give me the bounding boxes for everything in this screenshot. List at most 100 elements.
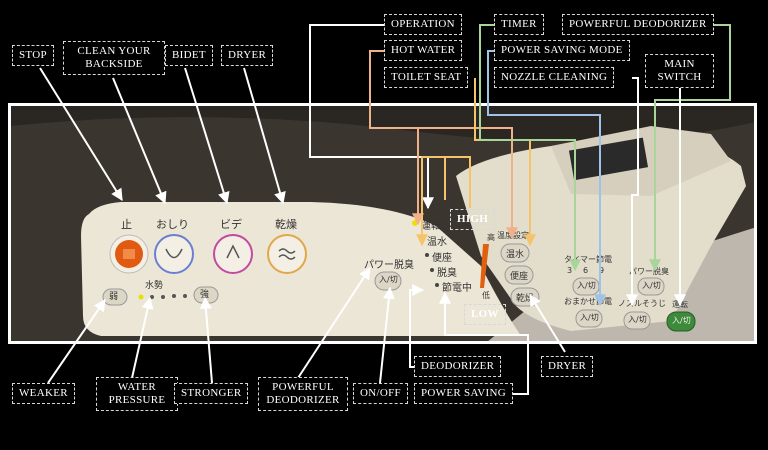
label-main-switch: MAIN SWITCH	[645, 54, 714, 88]
label-timer: TIMER	[494, 14, 544, 35]
bidet-button[interactable]	[213, 234, 253, 274]
arrow-seat-indicator	[416, 156, 446, 247]
label-btn-seat-jp: 便座	[510, 272, 529, 282]
label-nozzle-jp: ノズルそうじ	[618, 299, 666, 308]
instruction-sticker	[568, 137, 649, 181]
dryer-button[interactable]	[267, 234, 307, 274]
arrow-powerful-deodorizer	[297, 266, 371, 379]
label-deo-ind-jp: 脱臭	[437, 268, 457, 279]
pressure-led-5	[183, 294, 187, 298]
label-timer-9: 9	[599, 266, 605, 275]
label-on-off: ON/OFF	[353, 383, 408, 404]
nozzle-button[interactable]	[623, 311, 651, 330]
label-hot-water: HOT WATER	[384, 40, 463, 61]
label-btn-dry-jp: 乾燥	[516, 294, 535, 304]
label-timer-6: 6	[583, 266, 589, 275]
label-dryer-bottom: DRYER	[541, 356, 594, 377]
arrow-clean	[112, 77, 167, 205]
label-high: HIGH	[450, 209, 496, 230]
label-deodorizer: DEODORIZER	[414, 356, 502, 377]
label-nozzle-cleaning: NOZZLE CLEANING	[494, 67, 615, 88]
pressure-led-3	[161, 295, 165, 299]
label-timer-jp: タイマー節電	[564, 255, 612, 264]
deo-led	[430, 268, 434, 272]
control-panel-photo	[11, 106, 754, 341]
pressure-weak-button[interactable]	[102, 288, 128, 306]
label-operation-jp: 運転	[421, 221, 441, 232]
label-dryer-jp: 乾燥	[275, 218, 297, 231]
arrow-deodorizer	[409, 284, 425, 368]
arrow-dryer-bottom	[529, 293, 566, 353]
oshiri-icon	[165, 248, 183, 259]
arrow-power-saving	[439, 291, 529, 395]
arrow-weaker	[47, 299, 106, 384]
arrow-hot-water-button	[418, 127, 518, 240]
label-omakase-btn-jp: 入/切	[580, 313, 599, 322]
arrow-bidet	[184, 67, 230, 205]
arrow-water-pressure	[131, 296, 154, 379]
label-pwdeo-jp: パワー脱臭	[629, 267, 669, 276]
arrow-hot-water	[369, 50, 424, 226]
label-stop: STOP	[12, 45, 54, 66]
label-powerful-deodorizer-top: POWERFUL DEODORIZER	[562, 14, 714, 35]
label-nozzle-btn-jp: 入/切	[628, 315, 647, 324]
label-save-jp: 節電中	[442, 283, 472, 294]
label-water-jp: 温水	[427, 237, 447, 248]
label-deo-btn-jp: 入/切	[379, 275, 398, 284]
label-stop-jp: 止	[121, 218, 132, 231]
dryer-icon	[278, 248, 296, 260]
temperature-gauge	[480, 244, 489, 288]
pressure-led-4	[172, 294, 176, 298]
label-power-saving: POWER SAVING	[414, 383, 513, 404]
arrow-stop	[39, 67, 123, 202]
label-weak-jp: 弱	[109, 292, 119, 302]
seat-led	[425, 253, 429, 257]
arrow-power-saving-mode	[487, 50, 606, 307]
seat-temp-button[interactable]	[504, 265, 534, 285]
arrow-nozzle-cleaning	[626, 77, 639, 307]
power-deo-button[interactable]	[637, 277, 665, 296]
photo-frame: 止 おしり ビデ 乾燥 水勢 弱 強 パワー脱臭 入/切 運転 温水 便座 脱臭…	[8, 103, 757, 344]
label-pwdeo-btn-jp: 入/切	[642, 281, 661, 290]
label-bidet: BIDET	[165, 45, 213, 66]
label-deo-jp: パワー脱臭	[364, 260, 414, 271]
arrow-dryer-top	[243, 67, 286, 205]
label-pressure-jp: 水勢	[145, 281, 164, 291]
bidet-icon	[226, 244, 240, 259]
label-timer-btn-jp: 入/切	[577, 281, 596, 290]
arrow-high-line	[445, 156, 471, 208]
arrow-stronger	[199, 296, 213, 384]
arrow-powerful-deodorizer-top	[649, 24, 731, 272]
label-temp-low-jp: 低	[482, 291, 490, 300]
arrow-operation	[309, 24, 434, 210]
label-operation: OPERATION	[384, 14, 462, 35]
label-clean-backside: CLEAN YOUR BACKSIDE	[63, 41, 165, 75]
label-power-saving-mode: POWER SAVING MODE	[494, 40, 630, 61]
label-powerful-deodorizer-bottom: POWERFUL DEODORIZER	[258, 377, 348, 411]
label-toilet-seat: TOILET SEAT	[384, 67, 469, 88]
water-temp-button[interactable]	[500, 243, 530, 263]
label-stronger: STRONGER	[174, 383, 249, 404]
label-weaker: WEAKER	[12, 383, 75, 404]
label-omakase-jp: おまかせ節電	[564, 297, 612, 306]
label-main-btn-jp: 入/切	[672, 316, 691, 325]
label-seat-jp: 便座	[432, 253, 452, 264]
omakase-button[interactable]	[575, 309, 603, 328]
label-dryer-top: DRYER	[221, 45, 274, 66]
arrow-timer	[479, 24, 581, 272]
arrow-onoff	[379, 286, 395, 384]
stop-icon	[123, 249, 135, 259]
oshiri-button[interactable]	[154, 234, 194, 274]
label-strong-jp: 強	[200, 290, 210, 300]
label-bidet-jp: ビデ	[220, 218, 242, 231]
label-temp-high-jp: 高	[487, 233, 495, 242]
panel-labels: 止 おしり ビデ 乾燥 水勢 弱 強 パワー脱臭 入/切 運転 温水 便座 脱臭…	[11, 106, 754, 341]
label-low: LOW	[464, 304, 506, 325]
main-switch-button[interactable]	[666, 311, 696, 332]
label-btn-water-jp: 温水	[506, 250, 525, 260]
label-water-pressure: WATER PRESSURE	[96, 377, 178, 411]
label-oshiri-jp: おしり	[156, 218, 189, 231]
save-led	[435, 283, 439, 287]
